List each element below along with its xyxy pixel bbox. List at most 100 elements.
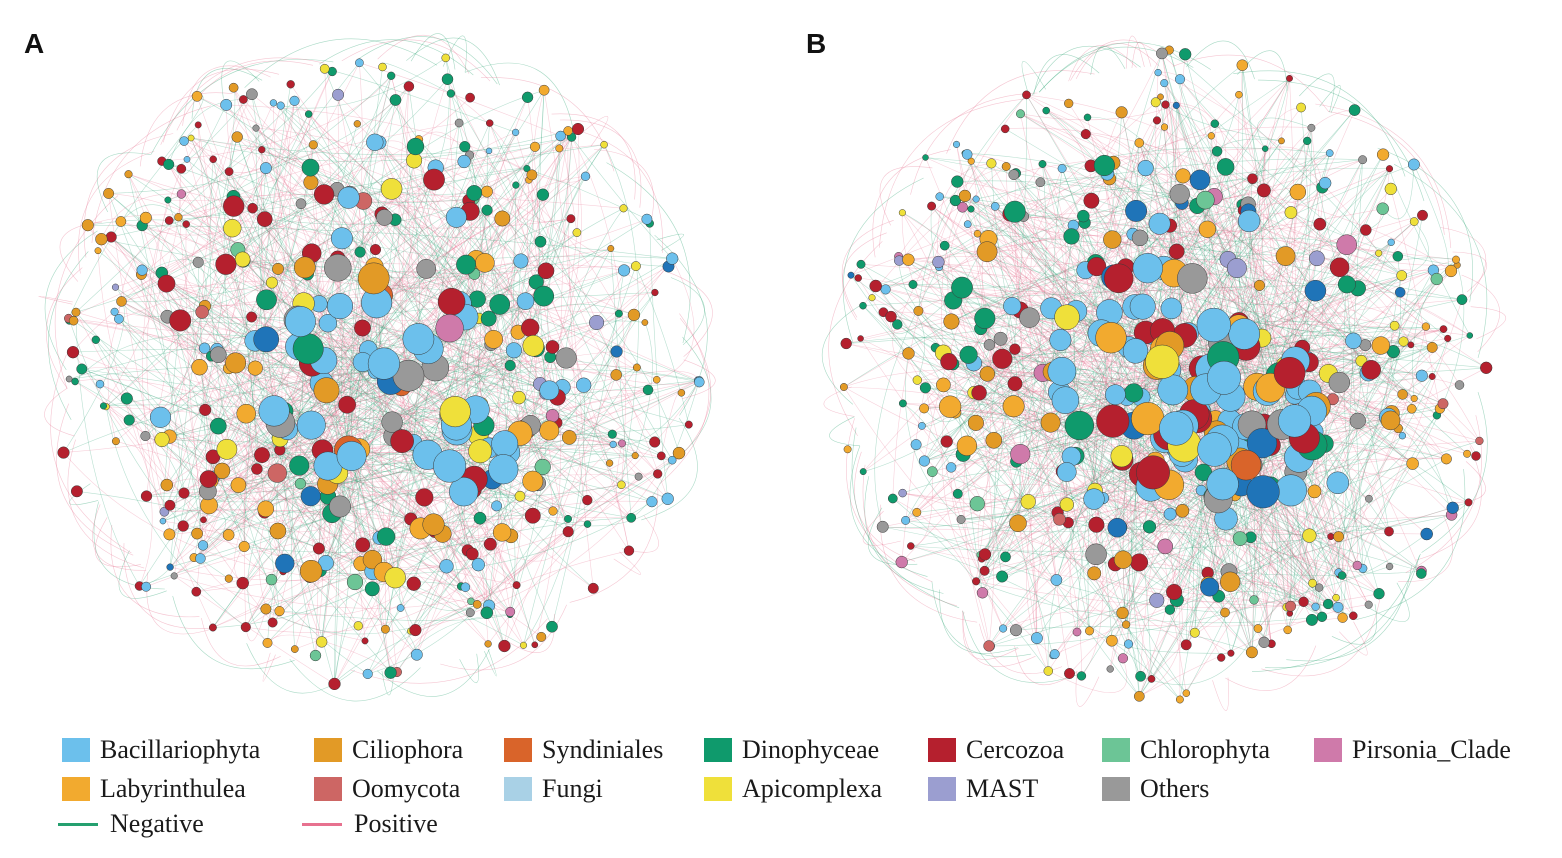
network-node xyxy=(183,156,191,163)
network-edge xyxy=(327,304,500,497)
network-edge xyxy=(1135,210,1412,410)
network-edge xyxy=(443,318,480,587)
network-edge xyxy=(1208,525,1390,585)
network-node xyxy=(1020,494,1036,510)
network-node xyxy=(1220,571,1241,592)
network-edge xyxy=(1179,79,1487,369)
network-node xyxy=(174,213,183,222)
network-edge xyxy=(1075,43,1160,80)
network-edge xyxy=(908,259,1253,653)
network-node xyxy=(536,631,547,642)
network-node xyxy=(1157,374,1189,406)
network-edge xyxy=(243,219,396,267)
network-node xyxy=(1360,224,1372,236)
network-node xyxy=(485,119,494,127)
network-edge xyxy=(915,444,1127,625)
network-node xyxy=(200,516,207,524)
network-edge xyxy=(975,112,1122,582)
network-node xyxy=(303,174,319,190)
legend-label: Chlorophyta xyxy=(1140,735,1270,764)
network-node xyxy=(939,240,950,251)
network-edge xyxy=(935,221,1415,348)
network-edge xyxy=(1194,418,1203,633)
network-edge xyxy=(178,193,325,218)
network-edge xyxy=(1109,178,1453,509)
network-node xyxy=(346,573,364,591)
network-edge xyxy=(186,159,477,260)
network-edge xyxy=(946,312,1110,442)
network-node xyxy=(1228,318,1260,350)
network-edge xyxy=(843,386,1310,536)
network-node xyxy=(1273,356,1306,389)
network-node xyxy=(1133,690,1145,702)
network-node xyxy=(164,196,172,204)
network-node xyxy=(1389,320,1400,331)
network-edge xyxy=(1197,205,1229,241)
legend-swatch xyxy=(704,777,732,801)
network-edge xyxy=(1021,61,1047,97)
network-node xyxy=(491,430,519,458)
network-edge xyxy=(1107,173,1339,573)
network-node xyxy=(1137,159,1154,177)
network-node xyxy=(956,514,966,524)
network-node xyxy=(1249,595,1259,605)
network-node xyxy=(1376,202,1389,215)
network-edge xyxy=(925,157,1381,346)
network-edge xyxy=(218,354,443,535)
network-node xyxy=(958,189,972,203)
network-node xyxy=(898,209,906,217)
network-node xyxy=(1245,646,1258,659)
network-node xyxy=(76,363,88,375)
network-node xyxy=(580,171,591,181)
network-node xyxy=(1168,243,1185,260)
network-node xyxy=(1364,600,1373,609)
network-node xyxy=(1475,436,1484,446)
network-node xyxy=(225,352,247,374)
network-edge xyxy=(205,409,362,564)
network-node xyxy=(1392,251,1404,262)
network-node xyxy=(364,581,380,597)
network-node xyxy=(324,254,352,282)
network-edge xyxy=(1343,159,1364,569)
network-node xyxy=(938,395,962,418)
network-node xyxy=(139,211,152,224)
network-node xyxy=(472,600,482,609)
network-node xyxy=(187,134,195,142)
network-node xyxy=(927,201,937,211)
legend-label: Cercozoa xyxy=(966,735,1065,764)
network-edge xyxy=(363,200,503,219)
network-node xyxy=(254,447,270,464)
network-edge xyxy=(1285,255,1470,336)
network-edge xyxy=(111,236,327,391)
network-edge xyxy=(1093,498,1287,608)
network-edge xyxy=(1450,461,1486,504)
network-node xyxy=(999,624,1008,633)
network-node xyxy=(641,213,653,225)
network-edge xyxy=(310,122,460,497)
network-edge xyxy=(910,92,1038,195)
network-edge xyxy=(1157,360,1362,374)
network-node xyxy=(435,314,464,343)
network-edge xyxy=(973,361,1202,369)
network-node xyxy=(967,205,975,213)
network-node xyxy=(1157,538,1174,555)
network-node xyxy=(531,641,539,649)
network-node xyxy=(163,528,176,541)
network-edge xyxy=(280,57,446,109)
network-edge xyxy=(324,68,366,641)
network-node xyxy=(1387,238,1395,246)
network-node xyxy=(885,310,897,323)
network-node xyxy=(222,529,235,541)
network-node xyxy=(627,308,641,322)
network-node xyxy=(1237,209,1261,233)
network-edge xyxy=(196,566,447,592)
network-node xyxy=(194,121,202,129)
network-edge xyxy=(963,454,1175,593)
network-edge xyxy=(1346,284,1364,569)
network-edge xyxy=(1130,104,1166,677)
network-edge xyxy=(951,321,1020,384)
network-edge xyxy=(191,137,467,265)
network-node xyxy=(993,331,1008,346)
network-edge xyxy=(846,337,990,346)
network-edge xyxy=(1020,113,1480,442)
